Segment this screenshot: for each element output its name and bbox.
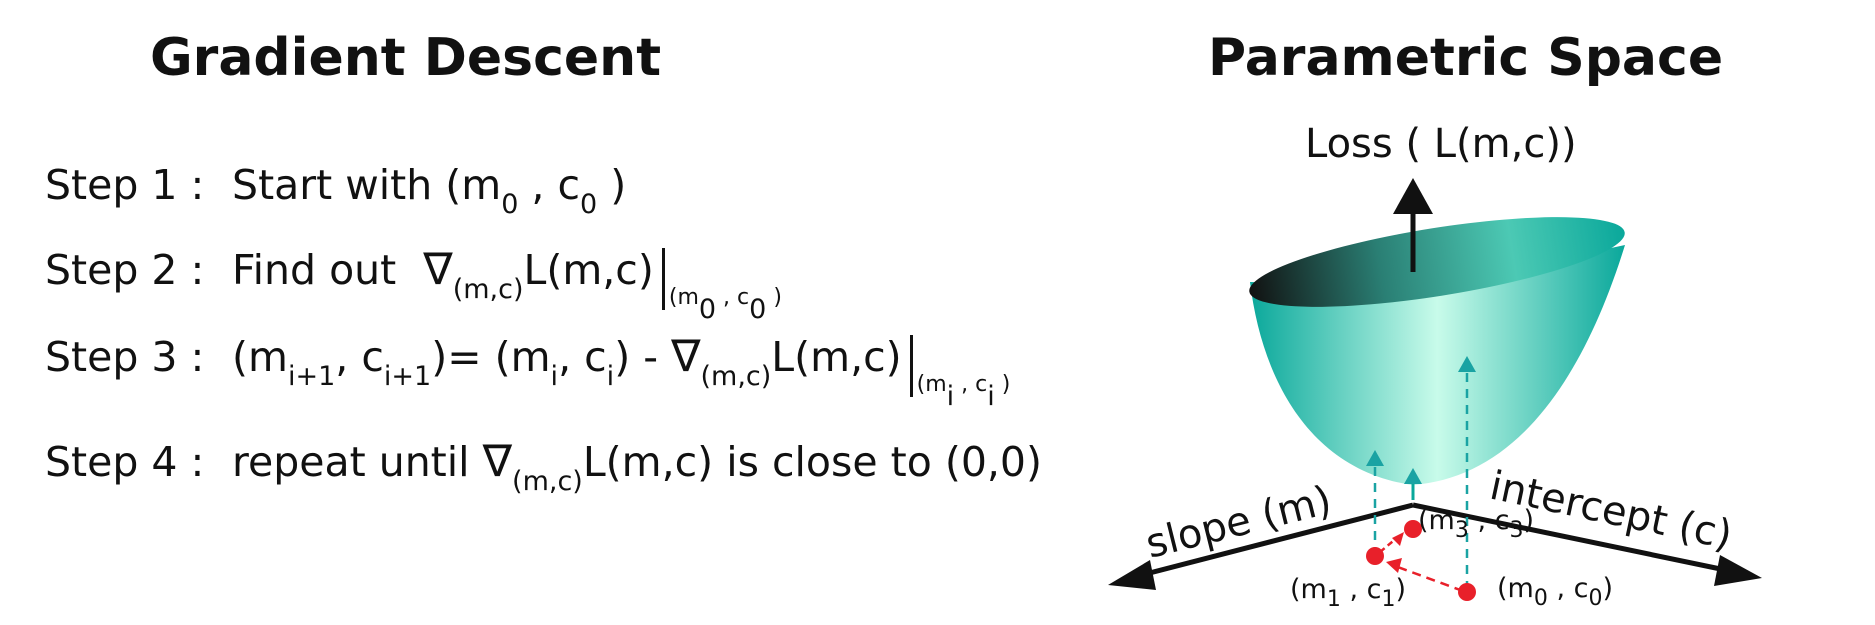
step-4: Step 4 : repeat until ∇(m,c)L(m,c) is cl…: [45, 438, 1043, 496]
step-2-eval-c: , c: [716, 285, 750, 310]
step-2-text: Find out: [232, 246, 397, 294]
p1-cs: 1: [1381, 587, 1395, 612]
p3-c: c: [1495, 505, 1510, 536]
step-4-t1: repeat until: [232, 438, 470, 486]
projection-arrowhead-m0: [1458, 356, 1476, 372]
nabla-icon: ∇: [671, 331, 701, 382]
step-3-t3: )= (m: [431, 333, 551, 381]
step-3-eval-m-sub: i: [946, 381, 955, 412]
point-m0-c0: [1458, 583, 1476, 601]
point-m3-c3: [1404, 520, 1422, 538]
p3-m: m: [1429, 505, 1455, 536]
descent-step-2-arrowhead: [1392, 532, 1404, 546]
nabla-icon: ∇: [409, 244, 453, 295]
step-3-s3: i: [550, 361, 559, 392]
step-3-s1: i+1: [287, 361, 336, 392]
p3-ms: 3: [1455, 518, 1469, 543]
projection-arrowhead-m1: [1366, 450, 1384, 466]
step-3-eval-c: , c: [954, 372, 988, 397]
step-4-label: Step 4 :: [45, 438, 205, 486]
gradient-descent-title: Gradient Descent: [150, 28, 662, 88]
step-3-expr: L(m,c): [771, 333, 902, 381]
p1-m: m: [1301, 574, 1327, 605]
step-3-eval-point: (mi , ci ): [916, 372, 1011, 411]
step-4-expr: L(m,c) is close to (0,0): [582, 438, 1043, 486]
nabla-icon: ∇: [482, 436, 513, 487]
step-3-t2: , c: [335, 333, 384, 381]
step-2-eval-close: ): [766, 285, 782, 310]
slope-axis-label: slope (m): [1141, 477, 1336, 567]
step-1: Step 1 : Start with (m0 , c0 ): [45, 161, 626, 219]
step-1-c-subscript: 0: [580, 189, 598, 220]
intercept-axis-line: [1412, 502, 1736, 575]
step-2-eval-m: (m: [668, 285, 699, 310]
step-1-text-c: , c: [518, 161, 581, 209]
step-3: Step 3 : (mi+1, ci+1)= (mi, ci) - ∇(m,c)…: [45, 333, 1011, 411]
point-label-m0-c0: (m0 , c0): [1497, 573, 1613, 611]
step-2-eval-c-sub: 0: [749, 294, 767, 325]
step-3-s2: i+1: [383, 361, 432, 392]
p0-cs: 0: [1588, 586, 1602, 611]
step-3-t5: ) -: [614, 333, 659, 381]
slope-axis-arrowhead: [1108, 560, 1156, 590]
step-2-eval-point: (m0 , c0 ): [668, 285, 782, 324]
p1-c: c: [1367, 574, 1382, 605]
step-3-eval-c-sub: i: [987, 381, 995, 412]
step-3-eval-m: (m: [916, 372, 947, 397]
step-2-label: Step 2 :: [45, 246, 205, 294]
step-2: Step 2 : Find out ∇(m,c)L(m,c)(m0 , c0 ): [45, 246, 782, 324]
point-m1-c1: [1366, 547, 1384, 565]
step-1-m-subscript: 0: [501, 189, 519, 220]
p0-c: c: [1574, 573, 1589, 604]
step-1-label: Step 1 :: [45, 161, 205, 209]
loss-axis-label: Loss ( L(m,c)): [1305, 121, 1577, 167]
descent-step-2: [1379, 536, 1399, 553]
slope-axis-line: [1129, 502, 1414, 581]
p0-ms: 0: [1534, 586, 1548, 611]
parametric-space-title: Parametric Space: [1208, 28, 1724, 88]
descent-step-1-arrowhead: [1386, 558, 1402, 573]
step-2-eval-m-sub: 0: [698, 294, 717, 325]
origin-tick-arrowhead: [1404, 468, 1422, 484]
step-2-grad-subscript: (m,c): [452, 274, 524, 305]
loss-axis-arrowhead: [1393, 178, 1433, 214]
p0-m: m: [1508, 573, 1534, 604]
evaluation-bar: [661, 248, 669, 310]
step-3-t4: , c: [558, 333, 607, 381]
step-4-grad-subscript: (m,c): [512, 466, 583, 497]
step-1-close: ): [597, 161, 627, 209]
step-3-s4: i: [606, 361, 615, 392]
point-label-m1-c1: (m1 , c1): [1290, 574, 1406, 612]
intercept-axis-arrowhead: [1714, 555, 1762, 586]
loss-bowl-rim: [1249, 217, 1625, 307]
p3-cs: 3: [1509, 518, 1523, 543]
descent-step-1: [1394, 564, 1464, 593]
step-3-label: Step 3 :: [45, 333, 205, 381]
step-3-grad-subscript: (m,c): [700, 361, 772, 392]
step-3-eval-close: ): [994, 372, 1011, 397]
step-3-t1: (m: [232, 333, 288, 381]
evaluation-bar: [909, 335, 917, 397]
step-2-expr: L(m,c): [523, 246, 654, 294]
step-1-text: Start with (m: [232, 161, 502, 209]
p1-ms: 1: [1327, 587, 1341, 612]
